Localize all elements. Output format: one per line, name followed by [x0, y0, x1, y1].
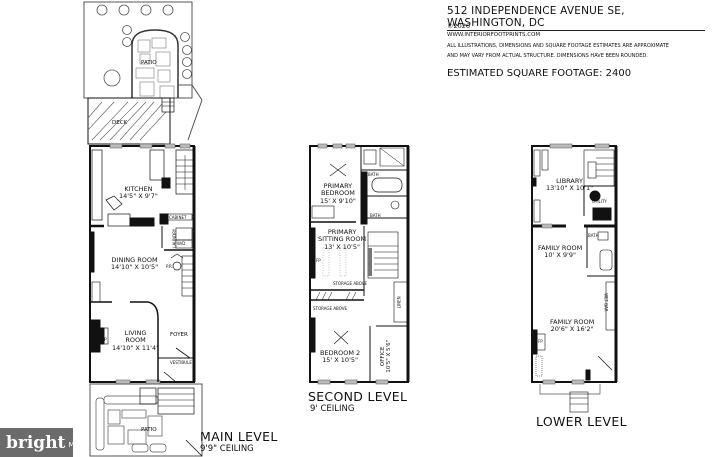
second-level-title: SECOND LEVEL — [308, 389, 408, 404]
property-address: 512 INDEPENDENCE AVENUE SE, WASHINGTON, … — [447, 5, 705, 31]
second-level-plan — [309, 143, 410, 385]
copyright: ©2026 — [447, 22, 471, 30]
main-level-title: MAIN LEVEL — [200, 429, 278, 444]
office-label: OFFICE 10'5" X 5'6" — [380, 339, 393, 373]
library-label: LIBRARY 13'10" X 10'1" — [546, 177, 594, 193]
square-footage: ESTIMATED SQUARE FOOTAGE: 2400 — [447, 68, 632, 79]
primary-bedroom-label: PRIMARY BEDROOM 15' X 9'10" — [320, 182, 356, 205]
website-link[interactable]: WWW.INTERIORFOOTPRINTS.COM — [447, 32, 541, 38]
bath-1-label: BATH — [368, 172, 379, 177]
disclaimer: ALL ILLUSTRATIONS, DIMENSIONS AND SQUARE… — [447, 41, 717, 61]
family-room-1-label: FAMILY ROOM 10' X 9'9" — [538, 244, 583, 260]
linen-label: LINEN — [396, 296, 402, 309]
watermark-suffix: MLS — [68, 441, 83, 449]
wet-bar-label: WET BAR — [603, 293, 609, 312]
storage-above-1-label: STORAGE ABOVE — [333, 281, 368, 286]
deck-label: DECK — [112, 120, 128, 126]
rear-patio-label: PATIO — [141, 60, 157, 66]
disclaimer-line-1: ALL ILLUSTRATIONS, DIMENSIONS AND SQUARE… — [447, 43, 669, 49]
utility-label: UTILITY — [592, 199, 607, 204]
primary-sitting-room-label: PRIMARY SITTING ROOM 13' X 10'5" — [318, 228, 367, 251]
storage-above-2-label: STORAGE ABOVE — [313, 306, 348, 311]
kitchen-label: KITCHEN 14'5" X 9'7" — [119, 185, 158, 201]
powder-room-label: P.R. — [166, 264, 173, 269]
lower-fireplace-label: FP — [538, 339, 543, 344]
watermark-brand: bright — [6, 432, 66, 453]
living-room-label: LIVING ROOM 14'10" X 11'4" — [112, 329, 160, 352]
lower-level-title: LOWER LEVEL — [536, 414, 627, 429]
second-level-ceiling: 9' CEILING — [310, 404, 355, 414]
disclaimer-line-2: AND MAY VARY FROM ACTUAL STRUCTURE. DIME… — [447, 53, 648, 59]
main-level-ceiling: 9'9" CEILING — [200, 444, 254, 454]
front-patio-label: PATIO — [141, 427, 157, 433]
washer-dryer-label: W/D — [177, 241, 186, 246]
foyer-label: FOYER — [170, 332, 188, 338]
bath-2-label: BATH — [370, 213, 381, 218]
main-level-plan — [83, 1, 203, 457]
sitting-fireplace-label: FP — [316, 258, 321, 263]
family-room-2-label: FAMILY ROOM 20'6" X 16'2" — [550, 318, 595, 334]
dining-room-label: DINING ROOM 14'10" X 10'5" — [111, 256, 159, 272]
living-fireplace-label: FP — [102, 337, 107, 342]
lower-bath-label: BATH — [588, 233, 599, 238]
vestibule-label: VESTIBULE — [170, 360, 192, 365]
lower-level-plan — [531, 143, 618, 413]
bright-mls-watermark: bright MLS — [0, 428, 83, 457]
cabinet-label: CABINET — [169, 215, 187, 220]
bedroom-2-label: BEDROOM 2 15' X 10'5" — [320, 349, 361, 365]
